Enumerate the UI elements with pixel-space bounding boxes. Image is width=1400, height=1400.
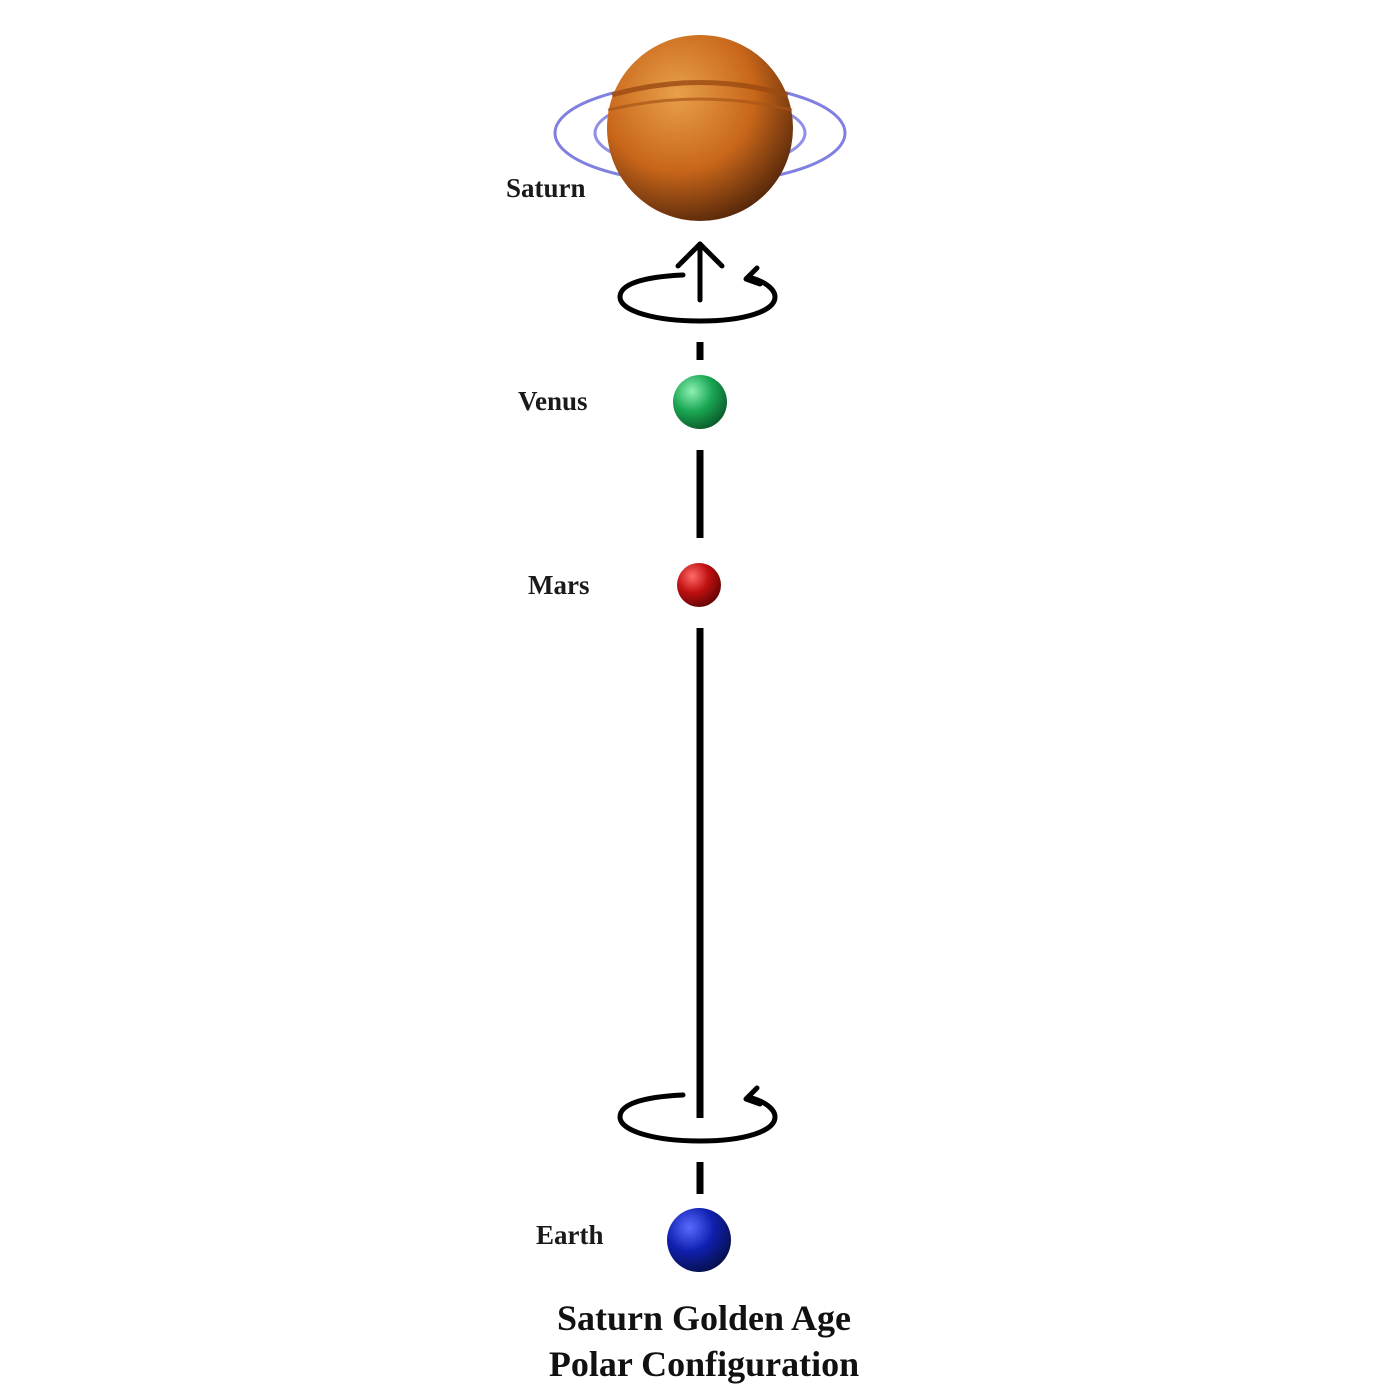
caption-line-1: Saturn Golden Age [557, 1298, 851, 1338]
caption-line-2: Polar Configuration [549, 1344, 859, 1384]
saturn-sphere [607, 35, 793, 221]
counterclockwise-rotation-arrow-icon [617, 265, 778, 324]
up-arrow-icon [675, 241, 725, 303]
venus-label: Venus [518, 386, 588, 416]
mars [677, 563, 721, 607]
saturn [607, 35, 793, 221]
venus [673, 375, 727, 429]
saturn-label: Saturn [506, 173, 586, 203]
mars-label: Mars [528, 570, 589, 600]
earth [667, 1208, 731, 1272]
counterclockwise-rotation-arrow-icon [617, 1085, 778, 1144]
earth-label: Earth [536, 1220, 604, 1250]
